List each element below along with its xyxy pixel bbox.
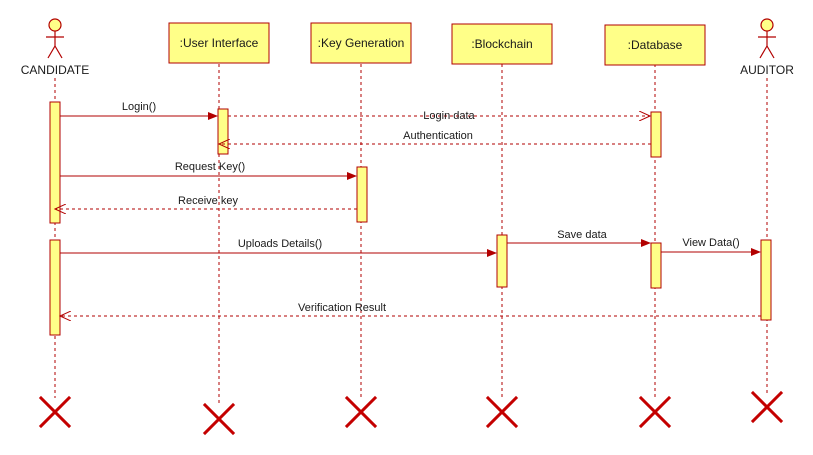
actor-candidate-label: CANDIDATE [21, 63, 89, 77]
destroy-blockchain-mark [485, 395, 519, 429]
message-receive-key-label: Receive key [178, 195, 238, 207]
message-uploads-details-label: Uploads Details() [238, 238, 322, 250]
activation-candidate-2 [49, 239, 61, 336]
message-login-data-label: Login data [423, 110, 475, 122]
message-login-label: Login() [122, 101, 156, 113]
message-save-data-label: Save data [557, 229, 607, 241]
message-verification-result-label: Verification Result [298, 302, 386, 314]
activation-blockchain [496, 234, 508, 288]
destroy-candidate-mark [38, 395, 72, 429]
activation-candidate-1 [49, 101, 61, 224]
object-key-generation-label: :Key Generation [318, 36, 405, 50]
destroy-database-mark [638, 395, 672, 429]
activation-database-2 [650, 242, 662, 289]
object-user-interface-label: :User Interface [180, 36, 259, 50]
object-blockchain-label: :Blockchain [471, 37, 532, 51]
activation-auditor [760, 239, 772, 321]
object-database: :Database [604, 24, 706, 66]
message-view-data-label: View Data() [682, 237, 739, 249]
actor-candidate [46, 18, 64, 59]
actor-auditor [758, 18, 776, 59]
message-authentication-label: Authentication [403, 130, 473, 142]
object-database-label: :Database [628, 38, 683, 52]
actor-auditor-label: AUDITOR [740, 63, 794, 77]
object-key-generation: :Key Generation [310, 22, 412, 64]
activation-key-generation [356, 166, 368, 223]
object-blockchain: :Blockchain [451, 23, 553, 65]
destroy-user-interface-mark [202, 402, 236, 436]
activation-database-1 [650, 111, 662, 158]
message-request-key-label: Request Key() [175, 161, 245, 173]
destroy-auditor-mark [750, 390, 784, 424]
destroy-key-generation-mark [344, 395, 378, 429]
activation-user-interface [217, 108, 229, 155]
object-user-interface: :User Interface [168, 22, 270, 64]
